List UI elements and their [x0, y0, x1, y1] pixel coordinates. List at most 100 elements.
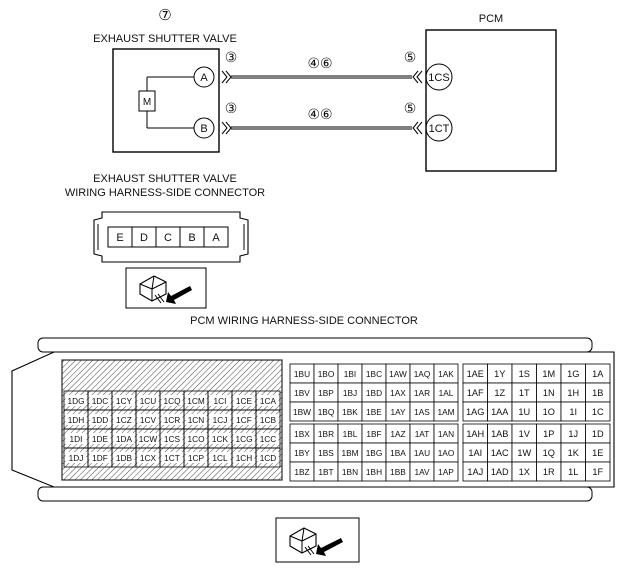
valve-pin-a-ref: ③ [225, 49, 238, 65]
pcm-pin-label: 1AJ [467, 467, 483, 477]
pcm-pin-label-bg [339, 387, 361, 398]
pcm-pin-label-bg [587, 387, 609, 398]
pcm-pin-label: 1CR [164, 415, 181, 425]
pcm-pin-label: 1B [592, 388, 603, 398]
pcm-pin-label: 1DE [92, 434, 109, 444]
pcm-pin-label-bg [464, 428, 486, 439]
pcm-pin-b-ref: ⑤ [404, 100, 417, 116]
pcm-pin-label: 1AG [466, 407, 484, 417]
pcm-pin-label: 1AR [414, 388, 430, 398]
pcm-pin-label: 1AZ [390, 429, 405, 439]
pcm-pin-label: 1BS [318, 448, 334, 458]
pcm-pin-label-bg [315, 387, 337, 398]
pcm-pin-label: 1AO [438, 448, 455, 458]
pcm-pin-label-bg [363, 466, 385, 477]
pcm-pin-label-bg [161, 395, 183, 406]
pcm-pin-label: 1CH [236, 453, 253, 463]
pcm-pin-label-bg [209, 433, 231, 444]
pcm-pin-label-bg [587, 466, 609, 477]
wire-b-mid-ref: ④⑥ [307, 106, 332, 122]
pcm-pin-label: 1CS [164, 434, 181, 444]
pcm-pin-label-bg [513, 466, 535, 477]
pcm-pin-label: 1CK [212, 434, 229, 444]
pcm-pin-label-bg [411, 368, 433, 379]
pcm-pin-label: 1DI [70, 434, 83, 444]
pcm-pin-label: 1X [519, 467, 530, 477]
pcm-pin-label: 1V [519, 429, 531, 439]
pcm-pin-label-bg [489, 387, 511, 398]
pcm-pin-label: 1AA [491, 407, 509, 417]
pcm-pin-label-bg [65, 414, 87, 425]
pcm-pin-label: 1A [592, 369, 604, 379]
pcm-pin-label: 1I [569, 407, 577, 417]
pcm-pin-label-bg [587, 368, 609, 379]
pcm-pin-label-bg [387, 466, 409, 477]
pcm-box [425, 29, 557, 172]
pcm-pin-label-bg [209, 452, 231, 463]
pcm-pin-label: 1T [519, 388, 530, 398]
pcm-pin-label-bg [339, 466, 361, 477]
terminal-view-icon [125, 267, 207, 309]
pcm-pin-label-bg [513, 447, 535, 458]
pcm-pin-label: 1DC [92, 396, 109, 406]
pcm-pin-label: 1AN [438, 429, 454, 439]
pcm-pin-label: 1F [592, 467, 603, 477]
pcm-pin-label: 1Z [494, 388, 505, 398]
pcm-pin-label-bg [315, 368, 337, 379]
pcm-pin-1ct-label: 1CT [429, 123, 450, 135]
pcm-pin-label-bg [435, 368, 457, 379]
pcm-pin-label: 1M [542, 369, 555, 379]
pcm-pin-label-bg [411, 466, 433, 477]
pcm-pin-label-bg [89, 433, 111, 444]
pcm-pin-label: 1O [543, 407, 555, 417]
pcm-pin-label-bg [89, 395, 111, 406]
pcm-pin-label-bg [209, 395, 231, 406]
pcm-pin-label: 1CA [260, 396, 277, 406]
pcm-title: PCM [479, 13, 503, 25]
pcm-pin-label-bg [562, 406, 584, 417]
pcm-pin-label-bg [315, 466, 337, 477]
pcm-pin-label: 1U [518, 407, 530, 417]
pcm-pin-label: 1BV [294, 388, 310, 398]
pcm-pin-label: 1AH [466, 429, 484, 439]
pcm-pin-label-bg [161, 414, 183, 425]
pcm-pin-label: 1BL [343, 429, 358, 439]
pcm-pin-label: 1S [519, 369, 530, 379]
pcm-pin-label-bg [291, 387, 313, 398]
pcm-pin-label-bg [137, 433, 159, 444]
pcm-pin-label-bg [233, 414, 255, 425]
pcm-pin-label-bg [185, 433, 207, 444]
motor-label: M [143, 97, 151, 108]
pcm-pin-label-bg [387, 387, 409, 398]
pcm-pin-label-bg [513, 428, 535, 439]
pcm-pin-label: 1AP [438, 467, 454, 477]
valve-connector-pin-label: E [116, 232, 123, 244]
pcm-pin-label: 1BF [366, 429, 381, 439]
pcm-pin-label: 1CL [212, 453, 228, 463]
pcm-pin-label: 1CZ [116, 415, 132, 425]
pcm-pin-label: 1AB [491, 429, 508, 439]
pcm-pin-label-bg [339, 447, 361, 458]
pcm-pin-label-bg [65, 395, 87, 406]
valve-pin-b-ref: ③ [225, 100, 238, 116]
pcm-pin-label: 1CI [214, 396, 227, 406]
pcm-pin-label-bg [562, 466, 584, 477]
connector-chevron-icon [221, 121, 232, 135]
pcm-pin-label-bg [435, 387, 457, 398]
pcm-pin-label-bg [291, 368, 313, 379]
pcm-pin-label-bg [411, 406, 433, 417]
pcm-pin-label: 1AK [438, 369, 454, 379]
pcm-pin-label-bg [339, 406, 361, 417]
pcm-pin-label: 1R [543, 467, 555, 477]
pcm-pin-label-bg [587, 406, 609, 417]
pcm-pin-label-bg [291, 406, 313, 417]
pcm-pin-label: 1CJ [213, 415, 228, 425]
pcm-pin-label-bg [257, 452, 279, 463]
pcm-pin-label: 1CX [140, 453, 157, 463]
pcm-pin-label-bg [387, 406, 409, 417]
valve-pin-a-terminal [193, 66, 215, 88]
pcm-pin-label: 1BP [318, 388, 334, 398]
pcm-pin-label: 1BG [366, 448, 383, 458]
connector-chevron-icon [221, 70, 232, 84]
